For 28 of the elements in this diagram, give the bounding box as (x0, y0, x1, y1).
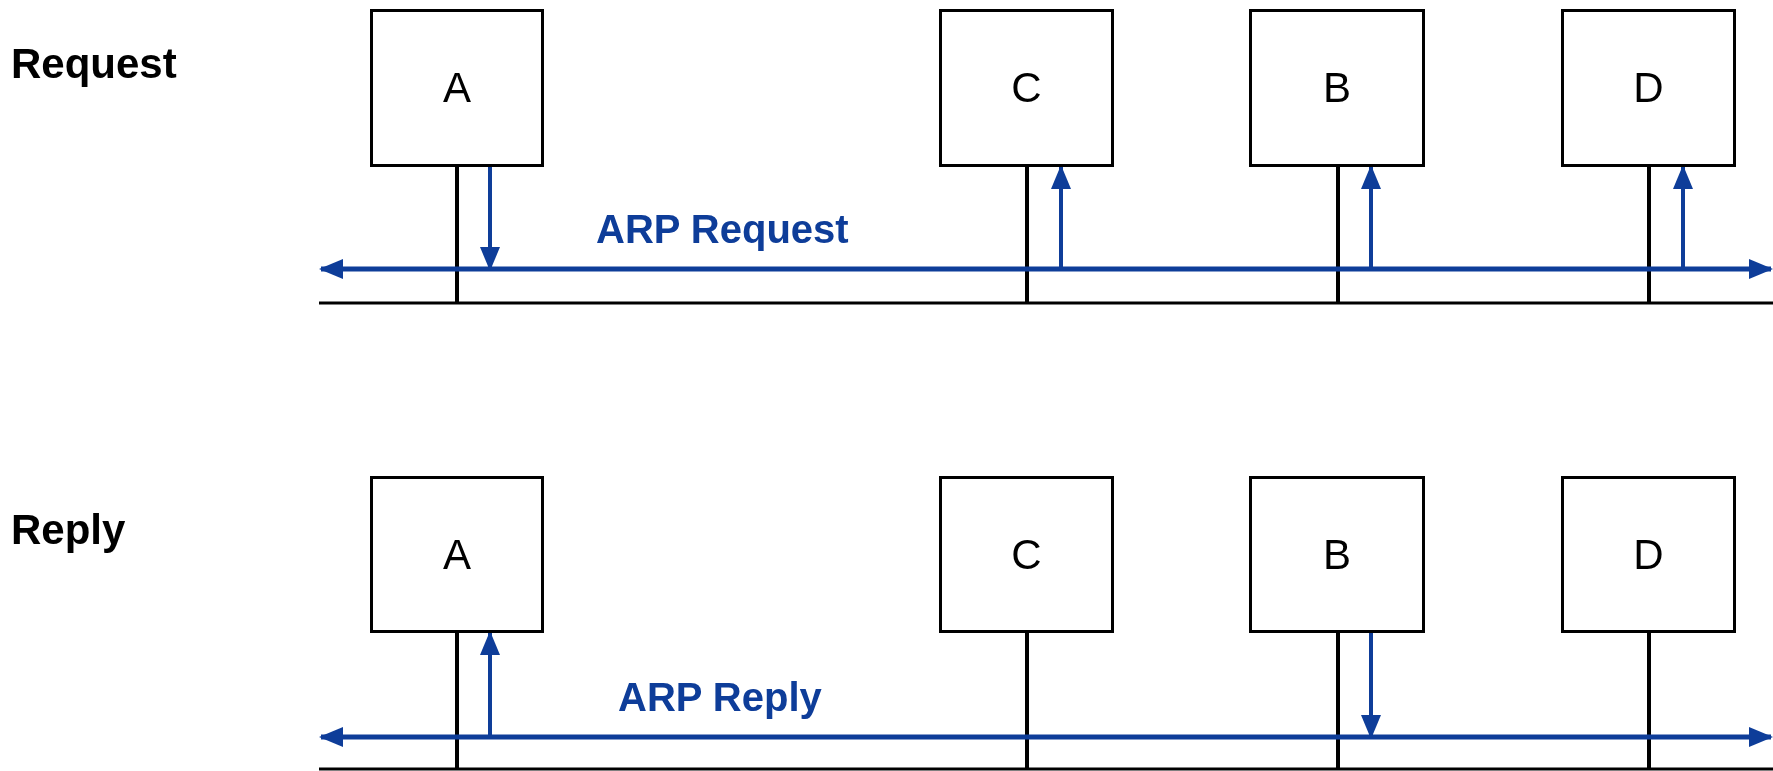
double-arrow (319, 727, 1773, 747)
arrow (1673, 165, 1693, 269)
host-box: B (1249, 476, 1425, 633)
arrow (480, 631, 500, 737)
host-box: C (939, 9, 1114, 167)
drop-line (1025, 633, 1029, 769)
arrow (1361, 165, 1381, 269)
drop-line (1336, 167, 1340, 303)
bus-line (319, 301, 1773, 305)
host-box: A (370, 476, 544, 633)
row-heading: Reply (11, 506, 126, 554)
message-label: ARP Request (596, 207, 849, 252)
drop-line (1647, 633, 1651, 769)
arrow (1051, 165, 1071, 269)
host-box: C (939, 476, 1114, 633)
host-box: A (370, 9, 544, 167)
host-box: D (1561, 9, 1736, 167)
host-box: B (1249, 9, 1425, 167)
drop-line (455, 633, 459, 769)
drop-line (455, 167, 459, 303)
bus-line (319, 767, 1773, 771)
drop-line (1647, 167, 1651, 303)
drop-line (1336, 633, 1340, 769)
message-label: ARP Reply (618, 675, 822, 720)
double-arrow (319, 259, 1773, 279)
drop-line (1025, 167, 1029, 303)
host-box: D (1561, 476, 1736, 633)
row-heading: Request (11, 40, 177, 88)
